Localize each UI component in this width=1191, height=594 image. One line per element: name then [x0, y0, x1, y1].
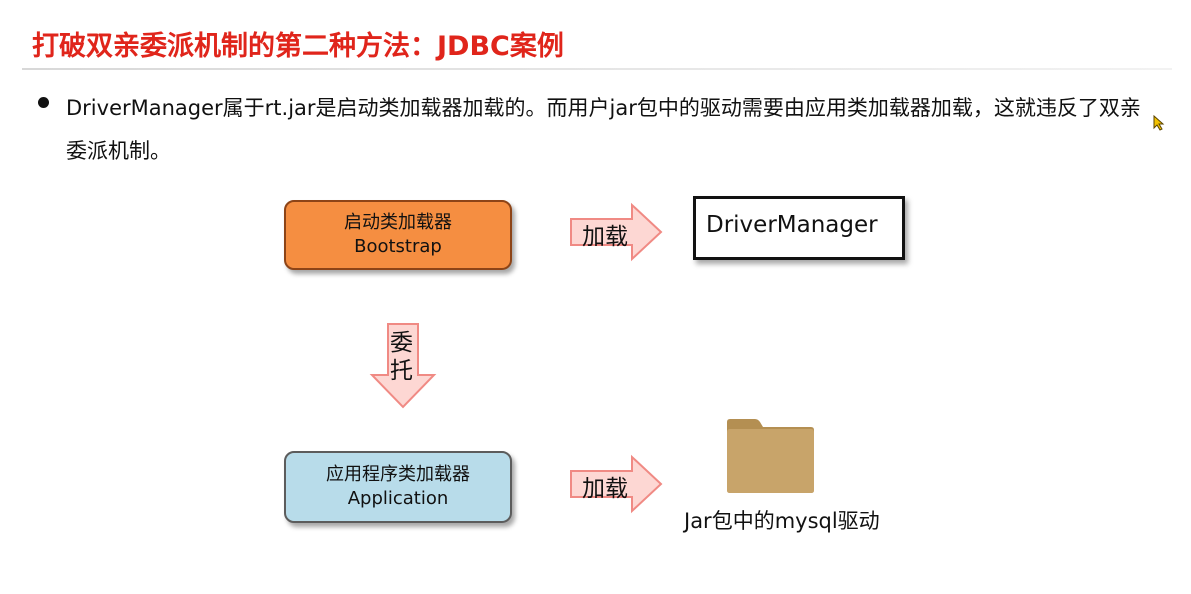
- bullet-text: DriverManager属于rt.jar是启动类加载器加载的。而用户jar包中…: [66, 96, 1141, 163]
- bootstrap-box-line2: Bootstrap: [354, 236, 442, 257]
- application-box-line1: 应用程序类加载器: [326, 464, 470, 485]
- jar-folder-caption: Jar包中的mysql驱动: [684, 509, 880, 533]
- title-divider: [22, 68, 1172, 70]
- load-arrow-bottom-label: 加载: [582, 476, 628, 502]
- drivermanager-box: DriverManager: [693, 196, 905, 260]
- bootstrap-classloader-box: 启动类加载器 Bootstrap: [284, 200, 512, 270]
- load-arrow-top-label: 加载: [582, 224, 628, 250]
- load-arrow-bottom: 加载: [570, 454, 663, 514]
- page-title: 打破双亲委派机制的第二种方法：JDBC案例: [32, 31, 564, 62]
- delegate-char-2: 托: [390, 358, 413, 384]
- delegate-arrow-label: 委 托: [390, 329, 413, 385]
- mouse-cursor-icon: [1153, 114, 1165, 131]
- delegate-char-1: 委: [390, 330, 413, 356]
- application-classloader-box: 应用程序类加载器 Application: [284, 451, 512, 523]
- bootstrap-box-line1: 启动类加载器: [344, 212, 452, 233]
- folder-icon: [725, 418, 817, 494]
- load-arrow-top: 加载: [570, 202, 663, 262]
- delegate-arrow: 委 托: [369, 323, 437, 409]
- bullet-dot: [38, 97, 49, 108]
- drivermanager-label: DriverManager: [706, 212, 878, 238]
- application-box-line2: Application: [347, 488, 449, 509]
